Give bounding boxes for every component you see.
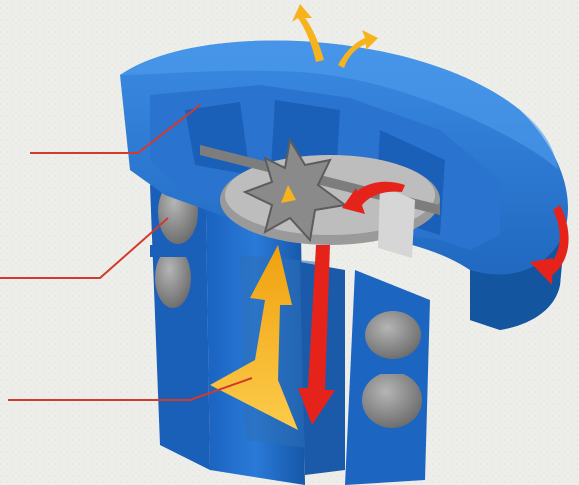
o-ring-seals-right [360,311,428,428]
